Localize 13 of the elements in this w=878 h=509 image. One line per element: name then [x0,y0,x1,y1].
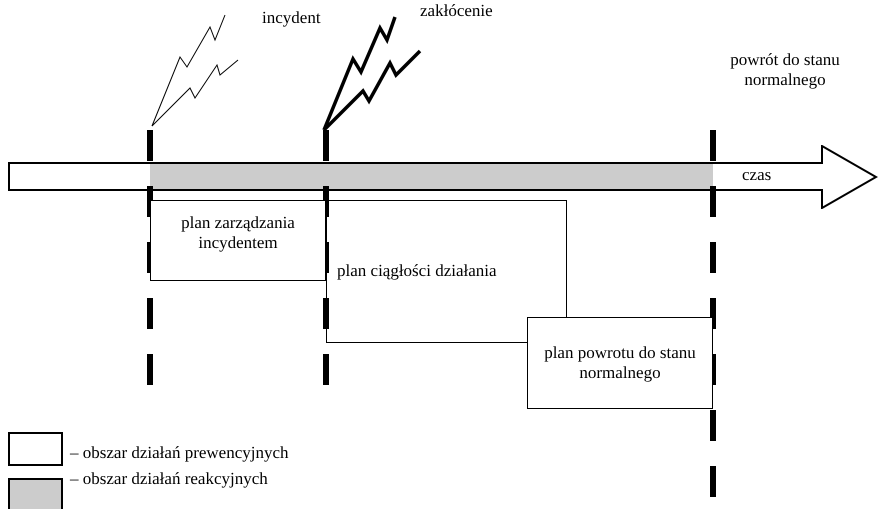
plan-text: plan zarządzania incydentem [180,213,296,254]
legend-text: – obszar działań reakcyjnych [70,469,268,490]
time-arrow [8,145,878,209]
plan-text: plan powrotu do stanu normalnego [543,342,697,384]
event-label: powrót do stanu normalnego [729,50,841,91]
plan-text: plan ciągłości działania [336,261,498,282]
legend-text: – obszar działań prewencyjnych [70,443,289,464]
event-label: incydent [262,8,321,28]
plan-box [527,317,713,409]
axis-label: czas [742,165,772,186]
plan-box [150,200,326,281]
plan-box [326,200,567,343]
event-label: zakłócenie [420,1,493,22]
